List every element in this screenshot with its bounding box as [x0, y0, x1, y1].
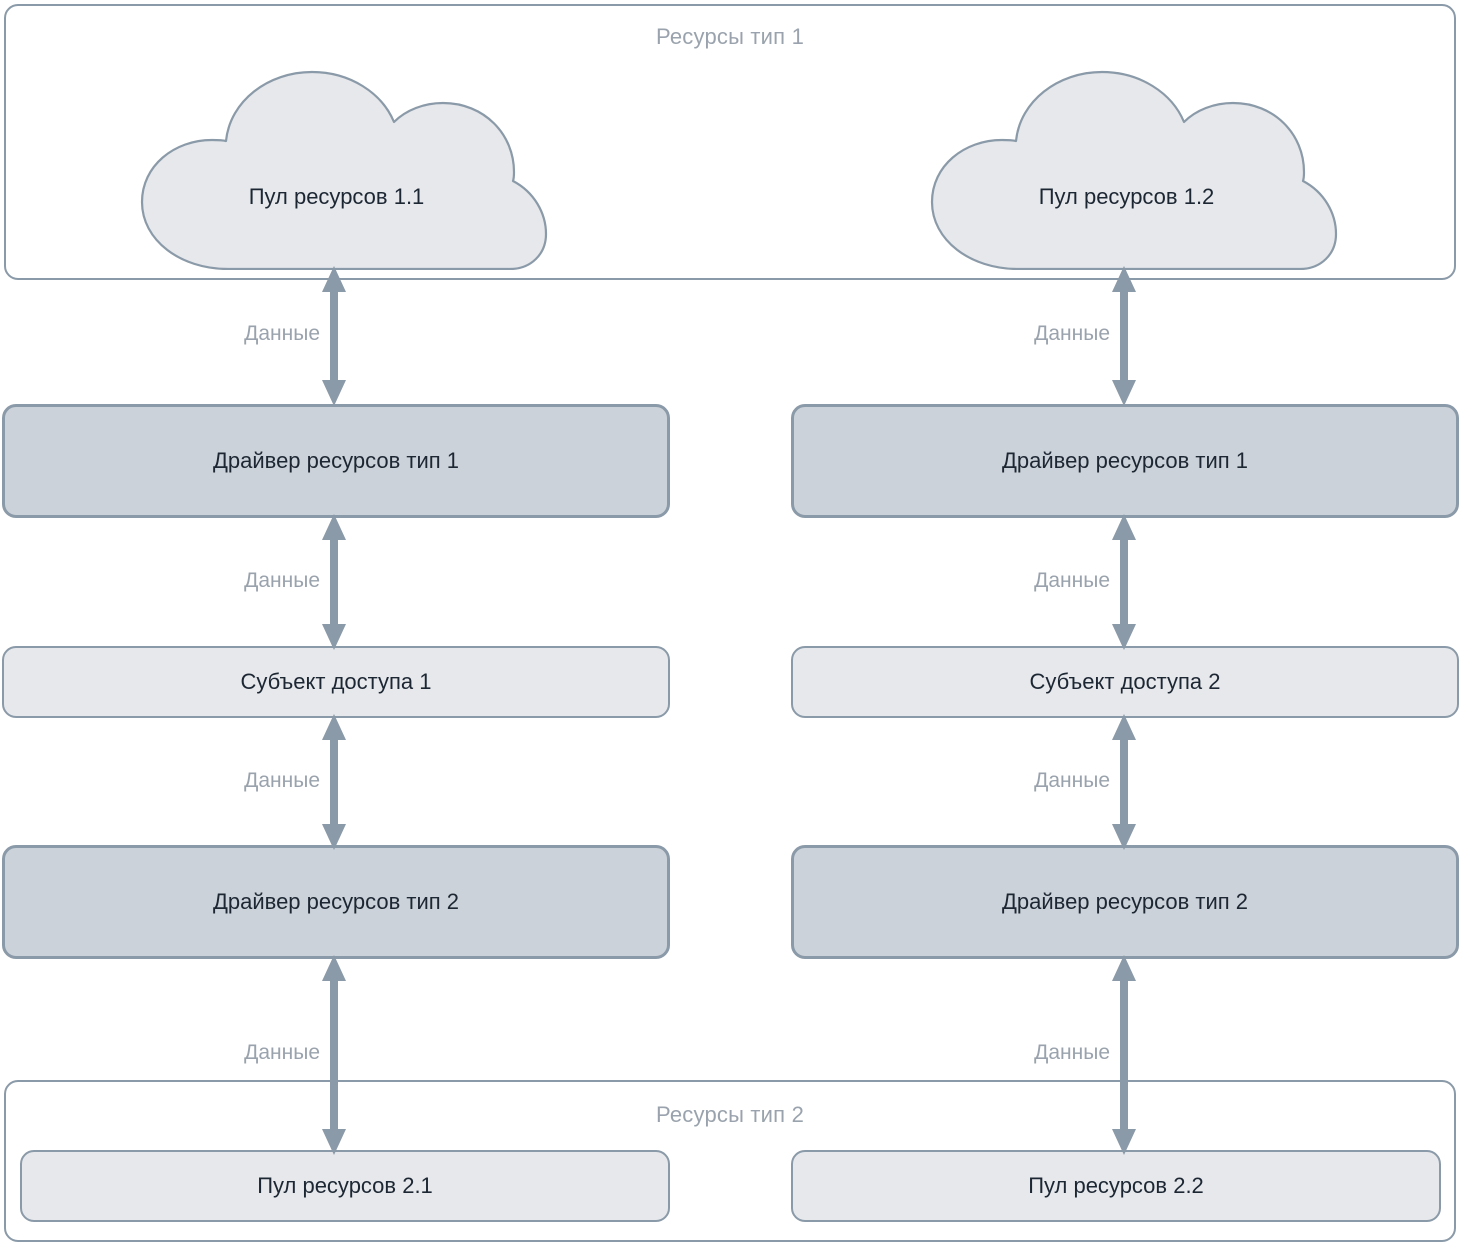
- connector-right-subject-driver2: [1104, 714, 1144, 850]
- edge-label-left-3: Данные: [244, 769, 320, 792]
- cloud-label-pool-1-2: Пул ресурсов 1.2: [1038, 184, 1215, 209]
- node-subject-right[interactable]: Субъект доступа 2: [791, 646, 1459, 718]
- node-driver-type-1-right[interactable]: Драйвер ресурсов тип 1: [791, 404, 1459, 518]
- node-subject-left[interactable]: Субъект доступа 1: [2, 646, 670, 718]
- edge-label-right-2: Данные: [1034, 569, 1110, 592]
- edge-label-right-1: Данные: [1034, 322, 1110, 345]
- edge-label-left-2: Данные: [244, 569, 320, 592]
- connector-right-driver1-subject: [1104, 514, 1144, 650]
- connector-right-cloud-driver1: [1104, 266, 1144, 406]
- cloud-label-pool-1-1: Пул ресурсов 1.1: [248, 184, 425, 209]
- connector-left-driver1-subject: [314, 514, 354, 650]
- edge-label-right-3: Данные: [1034, 769, 1110, 792]
- connector-left-subject-driver2: [314, 714, 354, 850]
- edge-label-right-4: Данные: [1034, 1041, 1110, 1064]
- node-pool-2-2[interactable]: Пул ресурсов 2.2: [791, 1150, 1441, 1222]
- edge-label-left-1: Данные: [244, 322, 320, 345]
- group-title-resources-type-2: Ресурсы тип 2: [655, 1102, 805, 1127]
- node-driver-type-2-left[interactable]: Драйвер ресурсов тип 2: [2, 845, 670, 959]
- cloud-pool-1-1[interactable]: Пул ресурсов 1.1: [118, 62, 555, 270]
- edge-label-left-4: Данные: [244, 1041, 320, 1064]
- node-pool-2-1[interactable]: Пул ресурсов 2.1: [20, 1150, 670, 1222]
- connector-left-driver2-pool2: [314, 955, 354, 1155]
- group-title-resources-type-1: Ресурсы тип 1: [655, 24, 805, 49]
- connector-left-cloud-driver1: [314, 266, 354, 406]
- node-driver-type-2-right[interactable]: Драйвер ресурсов тип 2: [791, 845, 1459, 959]
- cloud-pool-1-2[interactable]: Пул ресурсов 1.2: [908, 62, 1345, 270]
- node-driver-type-1-left[interactable]: Драйвер ресурсов тип 1: [2, 404, 670, 518]
- connector-right-driver2-pool2: [1104, 955, 1144, 1155]
